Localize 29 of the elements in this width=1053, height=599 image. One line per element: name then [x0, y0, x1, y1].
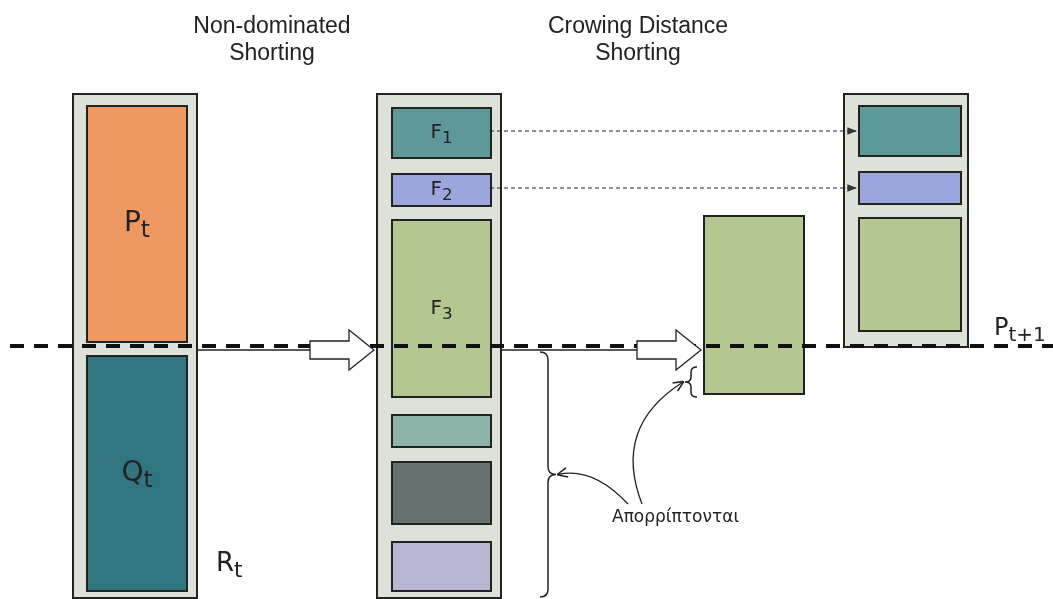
step-title: Crowing Distance Shorting — [546, 12, 730, 66]
front-block — [391, 219, 492, 398]
population-label: P$_{t+1}$ — [994, 313, 1046, 346]
leader-arrow — [556, 467, 629, 505]
leader-arrow — [632, 380, 685, 505]
front-block — [391, 173, 492, 207]
front-label: F$_{2}$ — [430, 176, 453, 204]
front-label: F$_{1}$ — [430, 119, 453, 147]
front-label: P$_{t}$ — [124, 204, 150, 244]
front-block — [858, 171, 962, 205]
front-block — [391, 107, 492, 159]
offspring-population-block — [86, 355, 188, 592]
parent-population-block — [86, 105, 188, 343]
population-label: R$_{t}$ — [216, 547, 243, 583]
front-block — [391, 414, 492, 448]
front-block — [858, 217, 962, 332]
step-title: Non-dominated Shorting — [192, 12, 352, 66]
curly-bracket — [540, 352, 556, 597]
arrow — [489, 184, 857, 192]
front-label: Q$_{t}$ — [121, 454, 153, 493]
discarded-label: Απορρίπτονται — [612, 506, 740, 526]
front-block — [858, 105, 962, 157]
front-label: F$_{3}$ — [430, 294, 453, 323]
arrow — [489, 127, 857, 135]
sorted-fronts-column — [376, 93, 502, 599]
curly-bracket — [685, 367, 697, 397]
front-block — [391, 541, 492, 592]
front-block — [391, 461, 492, 525]
front-block — [703, 215, 805, 395]
